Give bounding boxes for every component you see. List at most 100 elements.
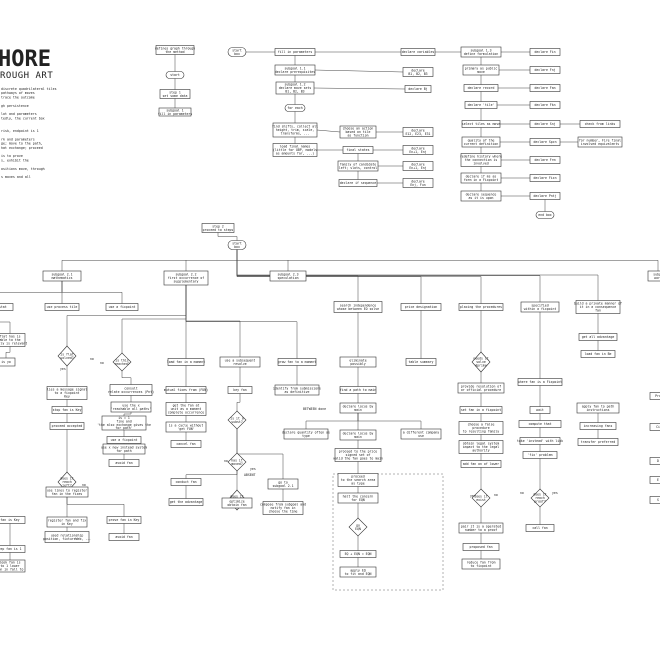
- node-row-use-fix[interactable]: use a fixpoint: [106, 436, 142, 444]
- node-row-find-path[interactable]: find a path to main: [339, 386, 377, 394]
- node-row-left-b[interactable]: look fan isto 1 lowerfan in fall to: [0, 559, 26, 573]
- node-row-is-yo[interactable]: is yo: [0, 357, 16, 367]
- node-row-mutual[interactable]: mutual fixes from (FUN): [164, 386, 208, 394]
- node-row-in-a[interactable]: is a cycle without'get FUN': [165, 421, 207, 433]
- node-row-grow[interactable]: grow fan to a moment: [277, 358, 317, 366]
- node-row-where[interactable]: where fan is a Fixpoint: [517, 378, 563, 386]
- node-row-compute[interactable]: compute that: [518, 420, 562, 428]
- node-declare-vars[interactable]: declare variables: [400, 48, 436, 56]
- node-row-take[interactable]: take 'instead' with link: [517, 437, 563, 445]
- node-row-proposed[interactable]: proposed fan: [462, 543, 500, 551]
- node-declare-record[interactable]: declare record: [463, 84, 499, 92]
- node-row-set[interactable]: set fan in a fixpoint: [459, 406, 503, 414]
- node-row-right-d[interactable]: E: [649, 476, 660, 484]
- node-declare-pntj[interactable]: declare Pntj: [529, 192, 561, 200]
- node-row-right-a[interactable]: Pro: [649, 392, 660, 400]
- node-end-box[interactable]: end box: [535, 211, 555, 219]
- node-declare-spcn[interactable]: declare Spcn: [529, 138, 561, 146]
- node-row-increasing[interactable]: increasing fans: [579, 422, 617, 430]
- node-consult-b[interactable]: use the x'reachable all paths': [110, 401, 152, 413]
- node-fill-params[interactable]: fill in parameters: [274, 48, 316, 56]
- node-row-right-c[interactable]: D: [649, 457, 660, 465]
- node-row-get-adv[interactable]: get the advantage: [168, 498, 204, 506]
- node-row-call[interactable]: call fan: [525, 524, 555, 532]
- node-row-stop[interactable]: stop fan is Key: [51, 406, 83, 414]
- node-row-key-fan[interactable]: key fan: [227, 386, 253, 394]
- node-final-states[interactable]: final states: [342, 146, 374, 154]
- node-declare-sequence[interactable]: declare if sequence: [338, 179, 378, 187]
- node-row-right-e[interactable]: S: [649, 496, 660, 504]
- node-declare-frm[interactable]: declare Frm: [529, 156, 561, 164]
- node-row-left-a[interactable]: rep fan is 1: [0, 545, 26, 553]
- node-row-conduct[interactable]: conduct fan: [170, 478, 202, 486]
- node-declare-fin[interactable]: declare Fin: [529, 48, 561, 56]
- node-row-transfer[interactable]: transfer preferred: [577, 438, 619, 446]
- node-avoid-fan[interactable]: avoid fan: [108, 459, 140, 467]
- node-row-fixes[interactable]: 'fix' problem: [522, 451, 558, 459]
- node-start-top[interactable]: start: [165, 71, 185, 79]
- node-declare-fnj[interactable]: declare Fnj: [529, 66, 561, 74]
- node-declare-fkn[interactable]: declare Fkn: [529, 101, 561, 109]
- node-row-proceed[interactable]: proceed accepted: [49, 422, 85, 430]
- node-declare-snj[interactable]: declare Snj: [529, 120, 561, 128]
- node-row-eq[interactable]: EQ + EQN = EQN: [339, 550, 377, 558]
- node-row-wait[interactable]: wait: [529, 406, 551, 414]
- node-row-load-fan[interactable]: load fan in a moment: [167, 358, 205, 366]
- node-declare-fixn[interactable]: declare Fixn: [529, 174, 561, 182]
- node-row-use[interactable]: use process tile: [44, 303, 80, 311]
- node-row-add-list[interactable]: add fan on of lower: [460, 460, 502, 468]
- node-check-from[interactable]: check from links: [579, 120, 621, 128]
